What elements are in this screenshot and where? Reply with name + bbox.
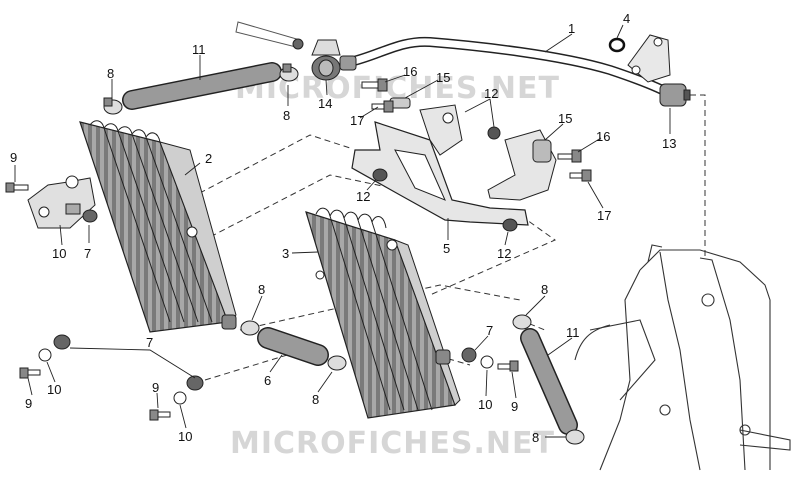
grommet-right xyxy=(461,347,477,363)
watermark-bottom: MICROFICHES.NET xyxy=(230,426,555,461)
hose-clamp-top-left xyxy=(103,97,123,115)
central-support-bracket xyxy=(351,104,529,226)
nut-lower xyxy=(502,218,518,232)
callout-13: 13 xyxy=(662,136,676,151)
grommet-lower-center xyxy=(186,375,204,391)
bolt-left-bracket xyxy=(5,182,29,193)
callout-7c: 7 xyxy=(486,323,493,338)
callout-9a: 9 xyxy=(10,150,17,165)
callout-4: 4 xyxy=(623,11,630,26)
hose-clamp-top-right xyxy=(279,63,299,82)
callout-10d: 10 xyxy=(478,397,492,412)
callout-labels: 1 2 3 4 5 6 7 7 7 8 8 8 8 8 8 9 9 9 9 10… xyxy=(10,11,676,445)
hose-clamp-lower-bottom xyxy=(565,429,585,445)
coolant-pipe xyxy=(339,36,677,100)
o-ring xyxy=(608,37,626,53)
callout-9c: 9 xyxy=(152,380,159,395)
hose-clamp-lower-top xyxy=(512,314,532,330)
callout-17a: 17 xyxy=(350,113,364,128)
callout-6: 6 xyxy=(264,373,271,388)
callout-15b: 15 xyxy=(558,111,572,126)
upper-bracket-rod xyxy=(235,21,304,50)
vehicle-frame xyxy=(574,244,791,471)
bolt-lower-left xyxy=(19,367,41,379)
callout-8b: 8 xyxy=(283,108,290,123)
bolt-lower-center xyxy=(149,409,171,421)
callout-14: 14 xyxy=(318,96,332,111)
pipe-saddle-clamp xyxy=(311,39,341,81)
callout-10c: 10 xyxy=(178,429,192,444)
pipe-flange xyxy=(627,34,671,83)
callout-2: 2 xyxy=(205,151,212,166)
callout-11a: 11 xyxy=(192,42,206,57)
callout-11b: 11 xyxy=(566,325,580,340)
connecting-hose xyxy=(257,327,329,366)
callout-7a: 7 xyxy=(84,246,91,261)
callout-9b: 9 xyxy=(25,396,32,411)
grommet-lower-left xyxy=(53,334,71,350)
callout-7b: 7 xyxy=(146,335,153,350)
hose-clamp-middle-left xyxy=(240,320,260,336)
lower-hose xyxy=(520,328,578,435)
nut-upper xyxy=(487,126,501,140)
callout-15a: 15 xyxy=(436,70,450,85)
callout-16a: 16 xyxy=(403,64,417,79)
screw-upper-middle xyxy=(361,78,388,92)
callout-1: 1 xyxy=(568,21,575,36)
callout-8d: 8 xyxy=(312,392,319,407)
left-mounting-bracket xyxy=(27,175,96,229)
screw-upper-middle-lower xyxy=(371,100,394,113)
grommet-bracket xyxy=(82,209,98,223)
callout-8c: 8 xyxy=(258,282,265,297)
right-bracket-arm xyxy=(487,129,557,201)
callout-8f: 8 xyxy=(532,430,539,445)
callout-3: 3 xyxy=(282,246,289,261)
callout-12c: 12 xyxy=(497,246,511,261)
left-oil-radiator xyxy=(79,120,237,333)
callout-10b: 10 xyxy=(47,382,61,397)
callout-9d: 9 xyxy=(511,399,518,414)
nut-middle xyxy=(372,168,388,182)
callout-12b: 12 xyxy=(356,189,370,204)
callout-17b: 17 xyxy=(597,208,611,223)
callout-5: 5 xyxy=(443,241,450,256)
bolt-right xyxy=(497,360,519,372)
leader-lines xyxy=(14,24,671,438)
washer-lower-left xyxy=(38,348,52,362)
hose-clamp-middle-right xyxy=(327,355,347,371)
pipe-union xyxy=(659,83,691,107)
upper-hose xyxy=(122,62,282,110)
screw-right-upper xyxy=(557,149,582,163)
washer-right xyxy=(480,355,494,369)
right-oil-radiator xyxy=(305,207,461,419)
washer-lower-center xyxy=(173,391,187,405)
screw-right-lower xyxy=(569,169,592,182)
callout-8e: 8 xyxy=(541,282,548,297)
callout-8a: 8 xyxy=(107,66,114,81)
callout-10a: 10 xyxy=(52,246,66,261)
callout-12a: 12 xyxy=(484,86,498,101)
callout-16b: 16 xyxy=(596,129,610,144)
